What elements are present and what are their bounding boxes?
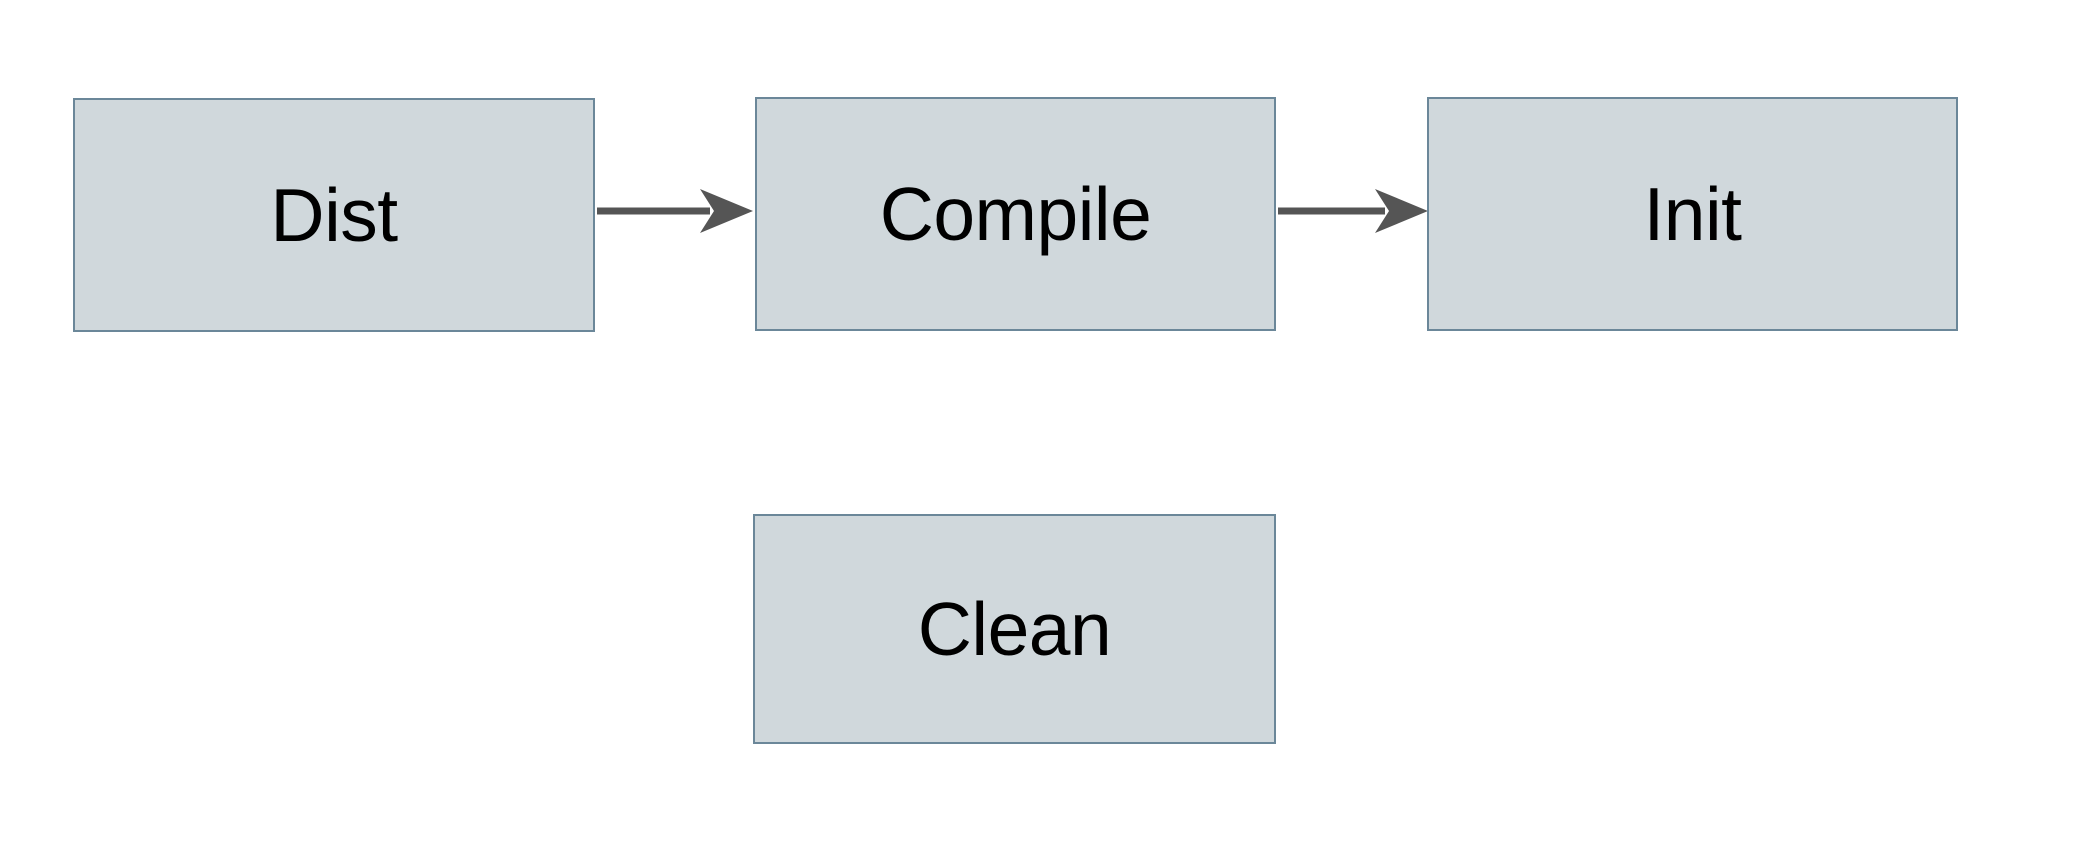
edge-dist-to-compile-arrow (597, 189, 753, 233)
edge-compile-to-init-arrowhead (1375, 189, 1428, 233)
edge-compile-to-init-arrow (1278, 189, 1428, 233)
node-compile[interactable]: Compile (755, 97, 1276, 331)
edge-dist-to-compile-arrowhead (700, 189, 753, 233)
node-compile-label: Compile (879, 171, 1152, 256)
node-clean[interactable]: Clean (753, 514, 1276, 744)
node-clean-label: Clean (917, 586, 1112, 671)
node-dist-label: Dist (270, 172, 398, 257)
node-init-label: Init (1643, 171, 1742, 256)
node-init[interactable]: Init (1427, 97, 1958, 331)
node-dist[interactable]: Dist (73, 98, 595, 332)
